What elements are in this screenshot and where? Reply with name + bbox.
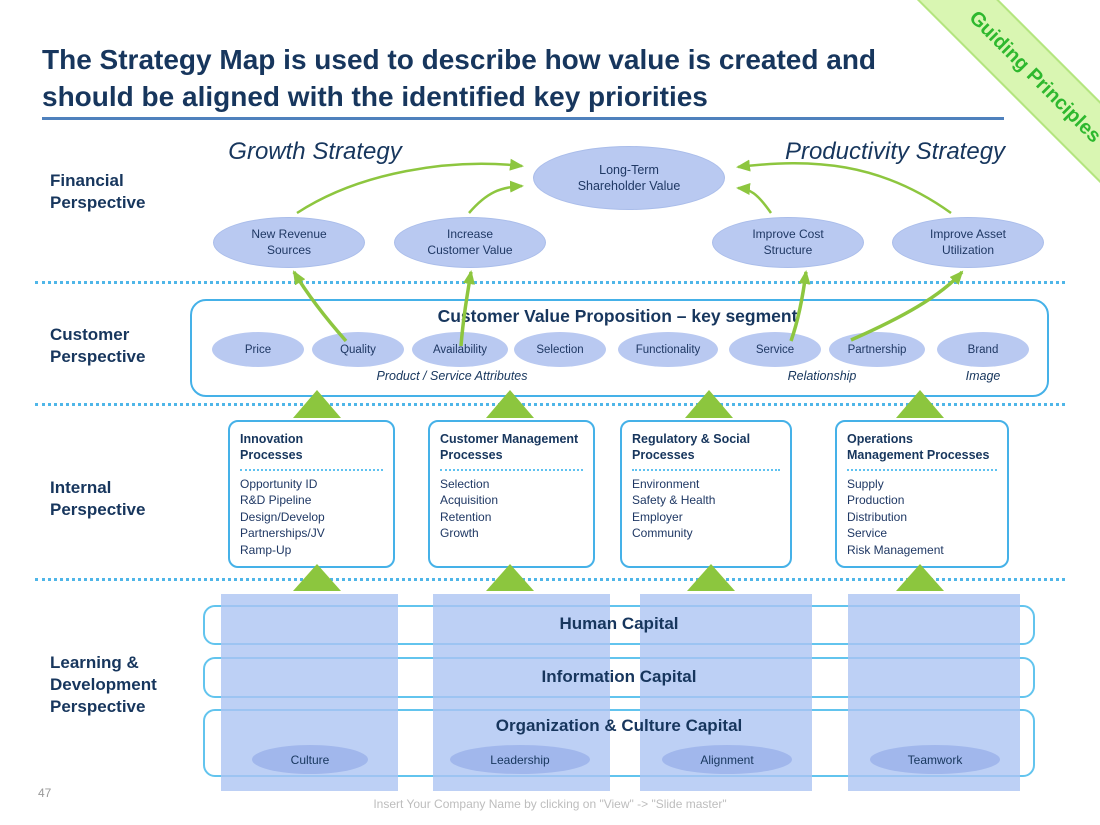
attribute-availability: Availability [412, 332, 508, 367]
arrow-increase-customer-to-longterm-icon [468, 180, 524, 214]
process-box-innovation: Innovation Processes Opportunity ID R&D … [228, 420, 395, 568]
arrow-improve-asset-to-longterm-icon [736, 159, 952, 215]
attribute-brand: Brand [937, 332, 1029, 367]
separator-customer-internal [35, 403, 1065, 406]
process-box-items: Opportunity ID R&D Pipeline Design/Devel… [240, 476, 325, 557]
process-box-divider [847, 468, 997, 471]
growth-strategy-label: Growth Strategy [228, 138, 402, 165]
separator-internal-learning [35, 578, 1065, 581]
bubble-teamwork: Teamwork [870, 745, 1000, 774]
node-new-revenue-sources: New Revenue Sources [213, 217, 365, 268]
process-box-regulatory-social: Regulatory & Social Processes Environmen… [620, 420, 792, 568]
page-title: The Strategy Map is used to describe how… [42, 44, 877, 112]
organization-culture-capital-label: Organization & Culture Capital [495, 716, 743, 735]
information-capital-label: Information Capital [541, 667, 697, 686]
learning-perspective-label: Learning & Development Perspective [50, 653, 157, 716]
process-box-title: Customer Management Processes [440, 432, 579, 463]
title-underline [42, 117, 1004, 120]
node-improve-cost-structure: Improve Cost Structure [712, 217, 864, 268]
separator-financial-customer [35, 281, 1065, 284]
productivity-strategy-label: Productivity Strategy [784, 138, 1006, 165]
bubble-culture: Culture [252, 745, 368, 774]
arrow-improve-cost-to-longterm-icon [736, 183, 773, 214]
node-increase-customer-value: Increase Customer Value [394, 217, 546, 268]
process-box-items: Supply Production Distribution Service R… [847, 476, 944, 557]
financial-perspective-label: Financial Perspective [50, 171, 146, 212]
process-box-title: Innovation Processes [240, 432, 304, 463]
process-box-items: Selection Acquisition Retention Growth [440, 476, 499, 541]
process-box-items: Environment Safety & Health Employer Com… [632, 476, 716, 541]
process-box-title: Regulatory & Social Processes [632, 432, 751, 463]
attribute-quality: Quality [312, 332, 404, 367]
page-number: 47 [38, 786, 52, 800]
group-label-image: Image [965, 369, 1001, 383]
internal-perspective-label: Internal Perspective [50, 478, 146, 519]
group-label-relationship: Relationship [787, 369, 857, 383]
process-box-operations-management: Operations Management Processes Supply P… [835, 420, 1009, 568]
process-box-divider [440, 468, 583, 471]
node-long-term-shareholder-value: Long-Term Shareholder Value [533, 146, 725, 210]
process-box-divider [632, 468, 780, 471]
process-box-customer-management: Customer Management Processes Selection … [428, 420, 595, 568]
customer-value-proposition-title: Customer Value Proposition – key segment [437, 306, 798, 326]
process-box-title: Operations Management Processes [847, 432, 990, 463]
bubble-alignment: Alignment [662, 745, 792, 774]
customer-perspective-label: Customer Perspective [50, 325, 146, 366]
human-capital-label: Human Capital [559, 614, 679, 633]
footer-note: Insert Your Company Name by clicking on … [373, 797, 727, 811]
attribute-selection: Selection [514, 332, 606, 367]
attribute-functionality: Functionality [618, 332, 718, 367]
attribute-service: Service [729, 332, 821, 367]
arrow-new-revenue-to-longterm-icon [296, 158, 524, 215]
process-box-divider [240, 468, 383, 471]
node-improve-asset-utilization: Improve Asset Utilization [892, 217, 1044, 268]
attribute-price: Price [212, 332, 304, 367]
group-label-product-service-attributes: Product / Service Attributes [376, 369, 528, 383]
bubble-leadership: Leadership [450, 745, 590, 774]
attribute-partnership: Partnership [829, 332, 925, 367]
